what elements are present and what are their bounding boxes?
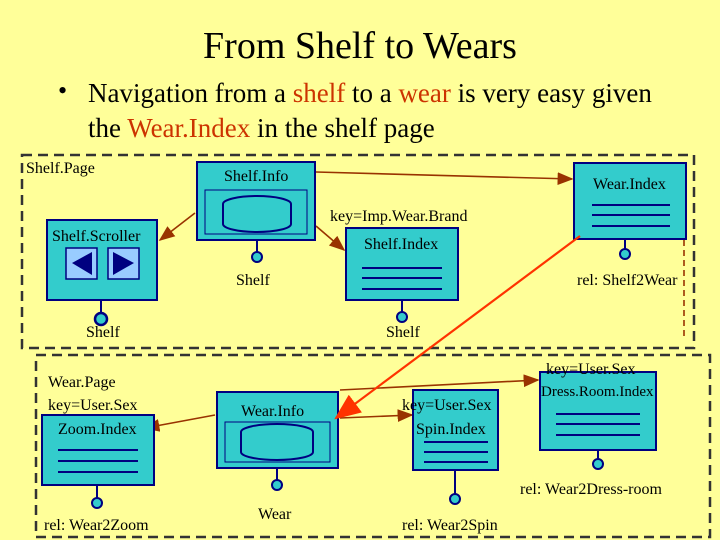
link-shelfinfo-to-scroller	[158, 212, 196, 241]
link-wearinfo-to-spinindex	[339, 409, 414, 422]
dress-room-index-label: Dress.Room.Index	[541, 384, 654, 400]
shelf-index-key: key=Imp.Wear.Brand	[330, 208, 468, 225]
rel-wear2dress-room-label: rel: Wear2Dress-room	[520, 481, 662, 498]
wear-info-anchor	[271, 479, 283, 491]
rel-shelf2wear-label: rel: Shelf2Wear	[577, 272, 678, 289]
shelf-index-anchor	[396, 311, 408, 323]
shelf-info-box	[196, 161, 316, 241]
wear-index-label: Wear.Index	[593, 176, 666, 193]
scroll-left-icon	[72, 252, 92, 275]
wear-page-container	[34, 353, 712, 539]
wear-index-anchor	[619, 248, 631, 260]
link-shelfinfo-to-wearindex	[315, 171, 574, 186]
wear-page-label: Wear.Page	[48, 374, 116, 391]
shelf-index-label: Shelf.Index	[364, 236, 439, 253]
bullet-shelf-highlight: shelf	[292, 78, 346, 108]
shelf-to-wear-red-arrow	[334, 235, 581, 420]
bullet-wearindex-highlight: Wear.Index	[127, 113, 251, 143]
wear-info-box	[216, 391, 339, 469]
shelf-info-anchor	[251, 251, 263, 263]
wear-index-box	[573, 162, 687, 240]
bullet-wear-highlight: wear	[398, 78, 451, 108]
dress-room-index-anchor	[592, 458, 604, 470]
zoom-index-box	[41, 414, 155, 486]
rel-wear2zoom-label: rel: Wear2Zoom	[44, 517, 149, 534]
dress-room-index-box	[539, 371, 657, 451]
shelf-link-label-info: Shelf	[236, 272, 270, 289]
shelf-page-container	[20, 153, 696, 350]
bullet-part2: to a	[345, 78, 399, 108]
shelf-page-label: Shelf.Page	[26, 160, 95, 177]
rel-wear2spin-label: rel: Wear2Spin	[402, 517, 498, 534]
zoom-index-anchor	[91, 497, 103, 509]
shelf-index-box	[345, 227, 459, 301]
spin-index-anchor	[449, 493, 461, 505]
shelf-scroller-label: Shelf.Scroller	[52, 228, 141, 245]
spin-index-key: key=User.Sex	[402, 397, 492, 414]
bullet-part4: in the shelf page	[250, 113, 435, 143]
shelf-link-label-index: Shelf	[386, 324, 420, 341]
bullet-marker: •	[58, 76, 68, 105]
link-shelfinfo-to-shelfindex	[315, 225, 346, 252]
shelf-scroller-anchor	[93, 311, 109, 327]
shelf-link-label-scroller: Shelf	[86, 324, 120, 341]
zoom-index-label: Zoom.Index	[58, 421, 137, 438]
bullet-text: Navigation from a shelf to a wear is ver…	[88, 76, 688, 146]
zoom-index-key: key=User.Sex	[48, 397, 138, 414]
wear-info-label: Wear.Info	[241, 403, 305, 420]
spin-index-box	[412, 389, 499, 471]
wear-link-label: Wear	[258, 506, 292, 523]
shelf-scroller-box	[46, 219, 158, 301]
spin-index-label: Spin.Index	[416, 421, 486, 438]
scroll-right-icon	[113, 252, 134, 275]
bullet-part3: is very easy given the	[88, 78, 652, 143]
slide-title: From Shelf to Wears	[203, 25, 517, 67]
bullet-part1: Navigation from a	[88, 78, 293, 108]
link-wearinfo-to-zoomindex	[143, 414, 216, 432]
link-wearinfo-to-dressroom	[339, 374, 540, 391]
dress-room-key: key=User.Sex	[546, 361, 636, 378]
shelf-info-label: Shelf.Info	[224, 168, 289, 185]
